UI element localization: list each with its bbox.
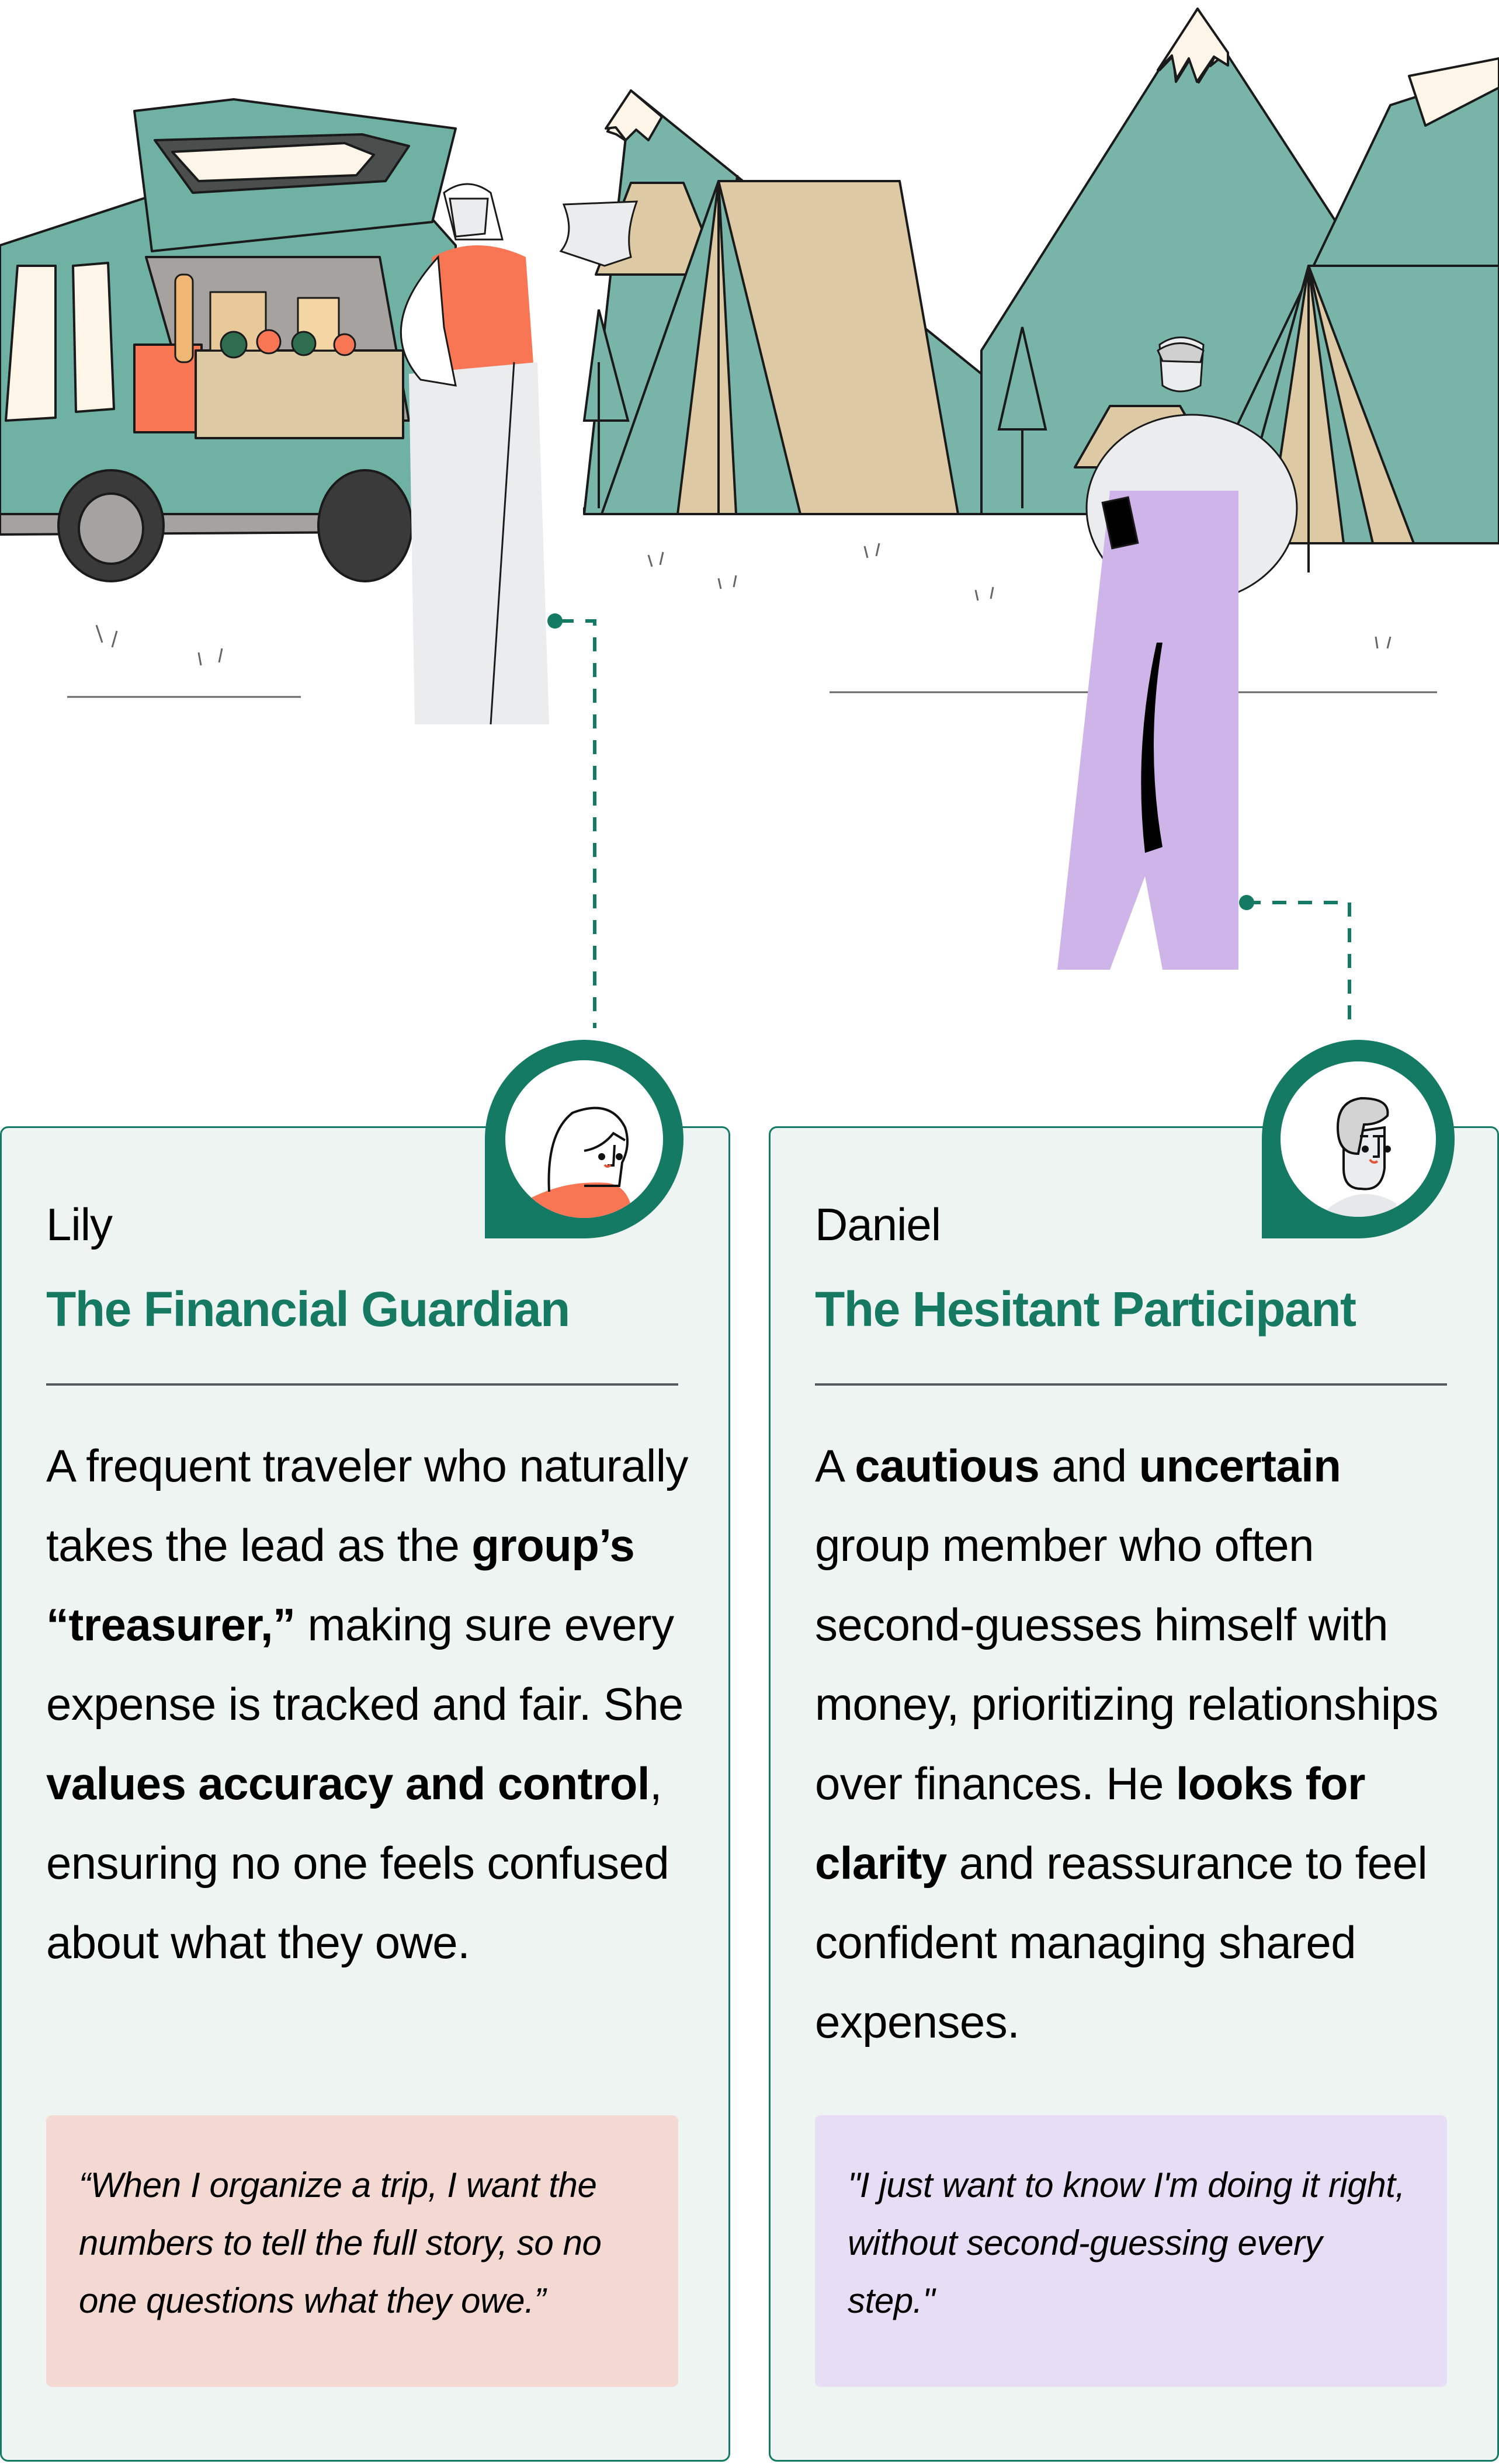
bio-emphasis: looks for clarity [815,1758,1365,1889]
receipt-icon [559,200,639,267]
person-daniel-icon [1057,336,1298,970]
persona-quote: “When I organize a trip, I want the numb… [46,2115,678,2387]
persona-role: The Hesitant Participant [815,1282,1356,1337]
lily-avatar-icon [485,1040,683,1238]
connector-dot-daniel [1239,895,1254,910]
bio-text: , ensuring no one feels confused about w… [46,1758,669,1968]
bio-text: A [815,1440,855,1491]
bio-emphasis: uncertain [1139,1440,1341,1491]
bio-emphasis: group’s “treasurer,” [46,1519,635,1650]
persona-card-daniel: Daniel The Hesitant Participant A cautio… [769,1126,1499,2462]
bio-text: and [1039,1440,1139,1491]
bio-text: and reassurance to feel confident managi… [815,1837,1428,2047]
persona-name: Daniel [815,1199,941,1250]
persona-card-lily: Lily The Financial Guardian A frequent t… [0,1126,730,2462]
connector-dot-lily [547,613,563,629]
bio-emphasis: cautious [855,1440,1040,1491]
persona-bio: A cautious and uncertain group member wh… [815,1426,1462,2062]
bio-text: A frequent traveler who naturally takes … [46,1440,688,1571]
camping-scene-illustration [0,8,1499,1028]
person-lily-icon [400,183,639,725]
ground [67,543,1437,698]
persona-role: The Financial Guardian [46,1282,570,1337]
connector-lines [560,619,1351,1028]
car-icon [0,98,463,582]
bio-text: group member who often second-guesses hi… [815,1519,1439,1809]
divider [46,1383,678,1386]
bio-text: making sure every expense is tracked and… [46,1599,683,1730]
phone-icon [1101,496,1139,550]
daniel-avatar-icon [1262,1040,1455,1238]
persona-name: Lily [46,1199,113,1250]
bio-emphasis: values accuracy and control [46,1758,650,1809]
persona-quote: "I just want to know I'm doing it right,… [815,2115,1447,2387]
divider [815,1383,1447,1386]
persona-bio: A frequent traveler who naturally takes … [46,1426,693,1982]
